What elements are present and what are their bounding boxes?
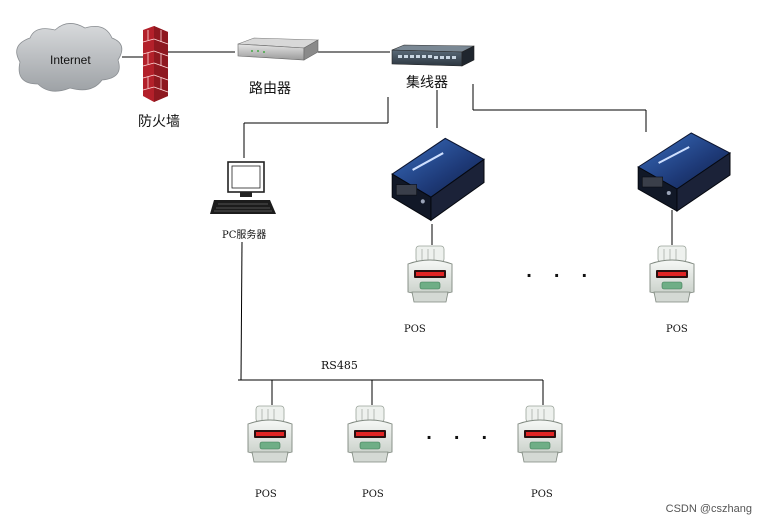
firewall-label: 防火墙: [138, 114, 180, 130]
pos-terminal-bottom-2: [347, 405, 393, 463]
connection-lines: [122, 51, 673, 405]
pos-terminal-bottom-3: [517, 405, 563, 463]
pos-terminal-top-2: [649, 245, 695, 303]
ellipsis-top: · · ·: [526, 266, 596, 285]
pos-terminal-bottom-1: [247, 405, 293, 463]
internet-cloud: [16, 23, 123, 92]
pc-server-label: PC服务器: [222, 230, 267, 241]
internet-label: Internet: [50, 53, 91, 67]
pos-terminal-top-1: [407, 245, 453, 303]
firewall-icon: [142, 26, 169, 102]
router-label: 路由器: [249, 81, 291, 97]
pc-server-icon: [210, 161, 276, 214]
rs485-converter-2: [637, 131, 732, 213]
hub-icon: [391, 44, 475, 67]
router-icon: [237, 37, 320, 61]
pos-label-bottom-2: POS: [362, 489, 384, 500]
pos-label-top-2: POS: [666, 324, 688, 335]
ellipsis-bottom: · · ·: [426, 428, 496, 447]
pos-label-top-1: POS: [404, 324, 426, 335]
pos-label-bottom-3: POS: [531, 489, 553, 500]
hub-label: 集线器: [406, 75, 448, 91]
pos-label-bottom-1: POS: [255, 489, 277, 500]
rs485-converter-1: [391, 137, 486, 222]
watermark: CSDN @cszhang: [665, 503, 752, 515]
rs485-label: RS485: [321, 359, 358, 372]
